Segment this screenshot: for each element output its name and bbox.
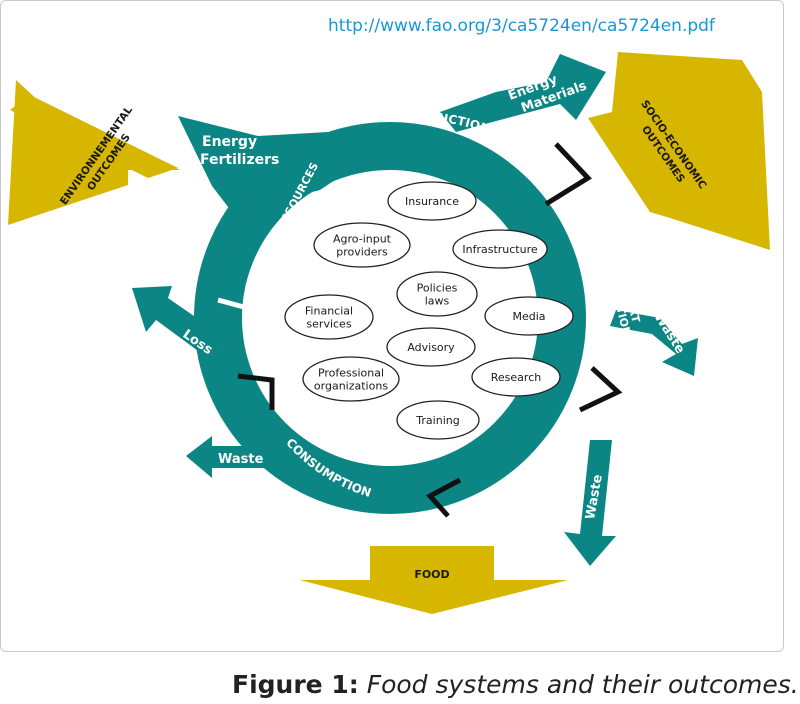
food-system-diagram: ENVIRONNEMENTAL OUTCOMES SOCIO-ECONOMIC … — [8, 52, 770, 614]
actor-ellipse — [471, 357, 561, 397]
separator-aggregation — [578, 366, 623, 413]
caption-text: Food systems and their outcomes. — [366, 670, 799, 699]
caption-label: Figure 1: — [232, 670, 359, 699]
socio-economic-outcomes-arrow: SOCIO-ECONOMIC OUTCOMES — [588, 52, 770, 250]
actor-training: Training — [396, 400, 480, 440]
actor-label: Advisory — [407, 341, 455, 354]
food-arrow-shape — [300, 546, 568, 614]
stage-aggregation: AGGREGATION TRANSPORT STORAGE — [599, 242, 657, 341]
actor-ellipse — [284, 294, 374, 340]
actor-ellipse — [396, 400, 480, 440]
food-arrow: FOOD — [300, 546, 568, 614]
actor-media: Media — [484, 296, 574, 336]
food-label: FOOD — [414, 568, 449, 581]
actor-ellipse — [386, 327, 476, 367]
actor-ellipse — [387, 181, 477, 221]
actor-label: Research — [491, 371, 541, 384]
actor-ellipse — [302, 356, 400, 402]
actor-label: Infrastructure — [462, 243, 538, 256]
actor-advisory: Advisory — [386, 327, 476, 367]
actor-ellipse — [484, 296, 574, 336]
actor-label: Media — [512, 310, 545, 323]
source-url[interactable]: http://www.fao.org/3/ca5724en/ca5724en.p… — [328, 16, 715, 36]
environmental-outcomes-arrow: ENVIRONNEMENTAL OUTCOMES — [8, 80, 180, 225]
separator-production — [544, 142, 592, 207]
actor-ellipse — [313, 222, 411, 268]
energy-fertilizers-label-1: Energy — [202, 134, 257, 150]
actor-infrastructure: Infrastructure — [452, 229, 548, 269]
waste-consumption-label: Waste — [218, 452, 264, 467]
waste-consumption-arrow: Waste — [186, 436, 278, 478]
svg-text:Energy Fertilizers: Energy Fertilizers — [200, 134, 279, 168]
separator-consumption — [237, 373, 275, 410]
actor-label: Insurance — [405, 195, 459, 208]
actor-ellipse — [396, 271, 478, 317]
actor-label: Training — [415, 414, 459, 427]
energy-fertilizers-arrow: Energy Fertilizers — [178, 116, 356, 212]
energy-fertilizers-label-2: Fertilizers — [200, 152, 279, 168]
figure-frame — [0, 0, 784, 652]
socio-economic-arrow-shape — [588, 52, 770, 250]
separator-processing — [426, 477, 462, 518]
actor-ellipse — [452, 229, 548, 269]
figure-caption: Figure 1: Food systems and their outcome… — [232, 670, 799, 699]
waste-processing-arrow: Waste — [564, 440, 616, 566]
actor-insurance: Insurance — [387, 181, 477, 221]
actor-research: Research — [471, 357, 561, 397]
